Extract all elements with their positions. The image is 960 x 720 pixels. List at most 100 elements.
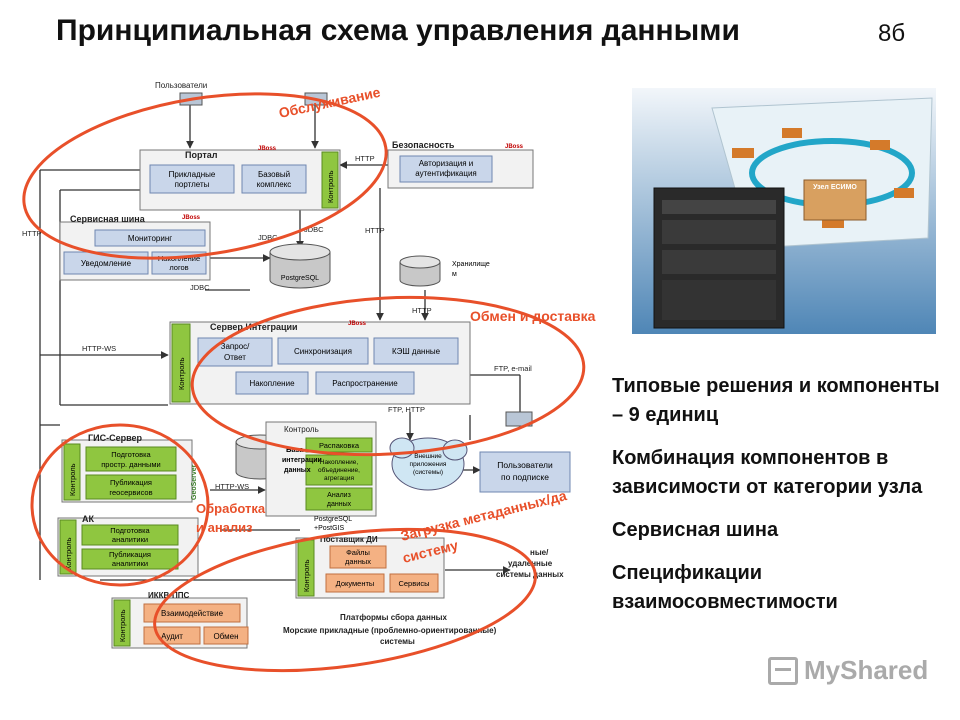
storage-database: Хранилище м — [399, 255, 490, 287]
svg-text:интеграции: интеграции — [282, 457, 322, 464]
exchange-oval — [190, 295, 586, 457]
svg-text:Хранилище: Хранилище — [452, 261, 490, 268]
http-ws-label: HTTP-WS — [215, 482, 249, 491]
bullet-item: Комбинация компонентов в зависимости от … — [612, 447, 923, 498]
svg-text:PostgreSQL: PostgreSQL — [281, 275, 319, 282]
svg-text:Уведомление: Уведомление — [81, 259, 132, 268]
portal-block: Портал JBoss Прикладные портлеты Базовый… — [139, 146, 341, 211]
svg-text:Подготовка: Подготовка — [110, 526, 150, 535]
subscribers-block: Пользователи по подписке — [479, 411, 571, 493]
gis-server-block: ГИС-Сервер Контроль Подготовка простр. д… — [61, 433, 198, 503]
svg-text:Базовый: Базовый — [258, 170, 290, 179]
jdbc-label: JDBC — [304, 225, 324, 234]
http-ws-label: HTTP-WS — [82, 344, 116, 353]
svg-text:Синхронизация: Синхронизация — [294, 347, 352, 356]
svg-text:Внешние: Внешние — [414, 453, 442, 460]
service-oval — [22, 92, 388, 260]
svg-text:геосервисов: геосервисов — [109, 488, 152, 497]
control-processing-block: Контроль Распаковка Накопление, объедине… — [265, 421, 377, 532]
highlight-ovals — [22, 92, 586, 673]
node-label: Узел ЕСИМО — [813, 184, 857, 191]
bullet-item: Сервисная шина — [612, 519, 779, 541]
svg-text:м: м — [452, 271, 457, 278]
jboss-logo: JBoss — [258, 146, 277, 152]
http-label: HTTP — [412, 306, 432, 315]
svg-text:аналитики: аналитики — [112, 559, 148, 568]
svg-text:Сервисная шина: Сервисная шина — [70, 214, 146, 224]
service-bus-block: Сервисная шина JBoss Мониторинг Уведомле… — [59, 214, 211, 281]
svg-text:АК: АК — [82, 514, 94, 524]
svg-text:Контроль: Контроль — [302, 559, 311, 592]
svg-text:Контроль: Контроль — [177, 357, 186, 390]
svg-text:Контроль: Контроль — [64, 537, 73, 570]
svg-text:Безопасность: Безопасность — [392, 140, 455, 150]
svg-text:ГИС-Сервер: ГИС-Сервер — [88, 433, 142, 443]
svg-text:аутентификация: аутентификация — [415, 169, 477, 178]
svg-text:Файлы: Файлы — [346, 548, 370, 557]
integration-server-block: Сервер Интеграции JBoss Контроль Запрос/… — [169, 321, 471, 405]
svg-text:Платформы сбора данных: Платформы сбора данных — [340, 613, 447, 622]
svg-text:Распаковка: Распаковка — [319, 441, 360, 450]
protocol-labels: HTTP HTTP HTTP JDBC JDBC JDBC HTTP HTTP-… — [22, 154, 532, 491]
svg-text:Пользователи: Пользователи — [497, 460, 553, 470]
svg-text:Запрос/: Запрос/ — [221, 342, 251, 351]
security-block: Безопасность JBoss Авторизация и аутенти… — [387, 140, 534, 189]
svg-text:Взаимодействие: Взаимодействие — [161, 609, 224, 618]
svg-text:PostgreSQL: PostgreSQL — [314, 516, 352, 523]
service-oval-label: Обслуживание — [277, 84, 382, 121]
platforms-caption: Платформы сбора данных Морские прикладны… — [283, 613, 497, 646]
ikkv-pps-block: ИККВ-ППС Контроль Взаимодействие Аудит О… — [111, 591, 249, 649]
bullet-item: Спецификации взаимосовместимости — [612, 562, 838, 613]
bullet-item: Типовые решения и компоненты – 9 единиц — [612, 375, 940, 426]
svg-text:логов: логов — [169, 263, 188, 272]
svg-text:данных: данных — [345, 557, 371, 566]
svg-text:Аудит: Аудит — [161, 632, 183, 641]
geoserver-logo: GeoServer — [191, 464, 198, 500]
jdbc-label: JDBC — [190, 283, 210, 292]
slide-number: 8б — [878, 20, 906, 47]
svg-text:Подготовка: Подготовка — [111, 450, 151, 459]
users-top-label: Пользователи — [155, 81, 207, 90]
data-management-diagram: HTTP HTTP HTTP JDBC JDBC JDBC HTTP HTTP-… — [22, 81, 596, 673]
presentation-icon — [768, 656, 798, 685]
svg-text:простр. данными: простр. данными — [101, 460, 161, 469]
svg-text:Ответ: Ответ — [224, 353, 246, 362]
svg-text:портлеты: портлеты — [175, 180, 210, 189]
svg-text:Обмен: Обмен — [214, 632, 239, 641]
svg-text:системы: системы — [380, 637, 415, 646]
svg-text:Накопление,: Накопление, — [320, 459, 359, 466]
svg-text:Прикладные: Прикладные — [169, 170, 216, 179]
svg-text:Морские прикладные (проблемно-: Морские прикладные (проблемно-ориентиров… — [283, 626, 497, 635]
svg-text:КЭШ данные: КЭШ данные — [392, 347, 441, 356]
svg-text:(системы): (системы) — [413, 469, 443, 476]
svg-text:комплекс: комплекс — [257, 180, 292, 189]
svg-text:Анализ: Анализ — [327, 492, 351, 499]
svg-text:аналитики: аналитики — [112, 535, 148, 544]
http-label: HTTP — [355, 154, 375, 163]
supplier-block: Поставщик ДИ Контроль Файлы данных Докум… — [295, 535, 445, 599]
svg-text:Контроль: Контроль — [118, 609, 127, 642]
svg-text:приложения: приложения — [410, 461, 447, 468]
svg-text:Накопление: Накопление — [249, 379, 295, 388]
svg-text:ные/: ные/ — [530, 548, 549, 557]
watermark: MyShared — [768, 655, 928, 686]
processing-oval-label: и анализ — [196, 520, 253, 535]
svg-text:Авторизация и: Авторизация и — [419, 159, 474, 168]
svg-text:Документы: Документы — [336, 579, 375, 588]
jboss-logo: JBoss — [505, 144, 524, 150]
jboss-logo: JBoss — [182, 215, 201, 221]
metadata-oval — [153, 527, 537, 673]
svg-text:Распространение: Распространение — [332, 379, 398, 388]
svg-text:системы данных: системы данных — [496, 570, 564, 579]
ak-block: АК Контроль Подготовка аналитики Публика… — [57, 514, 199, 577]
metadata-oval-label: Загрузка метаданных/да — [399, 487, 569, 544]
svg-text:Портал: Портал — [185, 150, 218, 160]
bullet-list: Типовые решения и компоненты – 9 единиц … — [612, 372, 952, 631]
node-infrastructure-photo: Узел ЕСИМО — [632, 88, 936, 334]
svg-text:объединение,: объединение, — [318, 466, 360, 474]
http-label: HTTP — [22, 229, 42, 238]
users-icon — [505, 411, 533, 427]
svg-text:Сервер Интеграции: Сервер Интеграции — [210, 322, 298, 332]
svg-text:данных: данных — [327, 501, 352, 508]
svg-text:Контроль: Контроль — [284, 425, 319, 434]
